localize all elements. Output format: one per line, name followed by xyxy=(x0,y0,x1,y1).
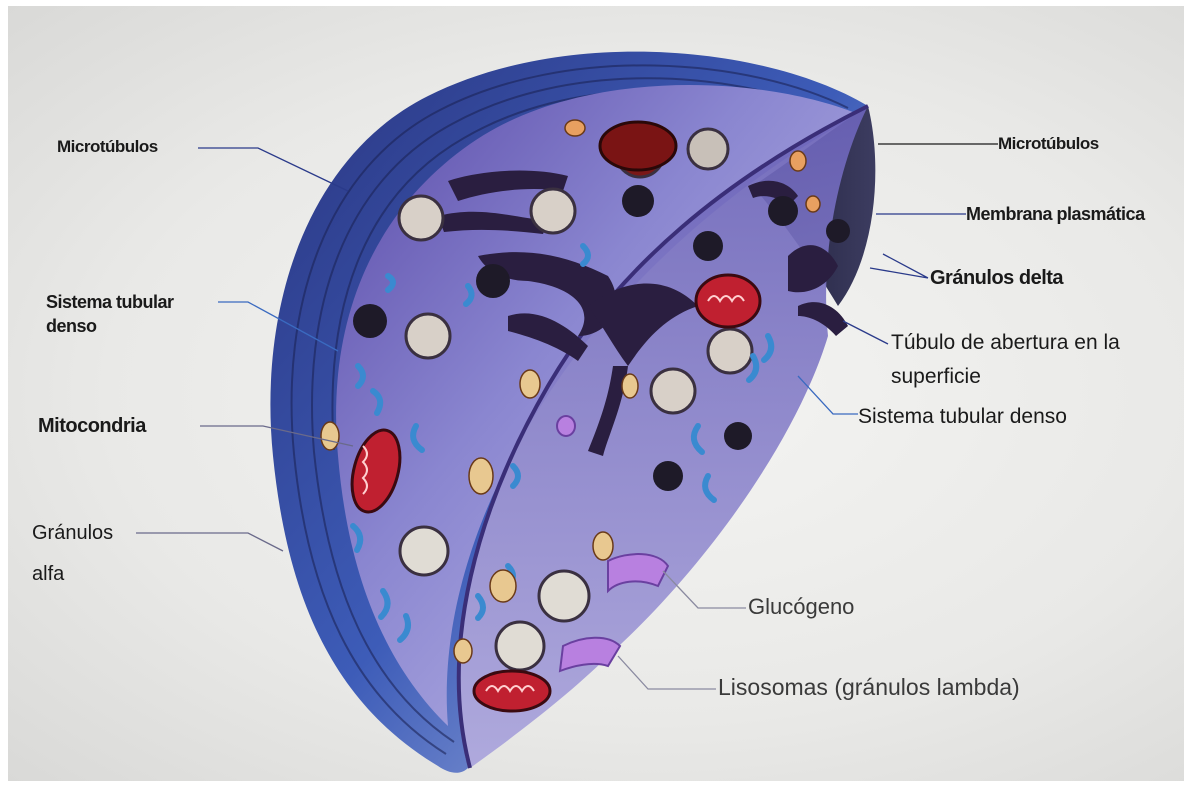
label-lisosomas: Lisosomas (gránulos lambda) xyxy=(718,673,1020,701)
label-tubulo-2: superficie xyxy=(891,364,981,390)
label-tubulo-1: Túbulo de abertura en la xyxy=(891,330,1120,356)
label-sistema-tubular-left-1: Sistema tubular xyxy=(46,292,174,314)
label-sistema-tubular-left-2: denso xyxy=(46,316,97,338)
label-microtubulos-right: Microtúbulos xyxy=(998,134,1099,155)
label-microtubulos-left: Microtúbulos xyxy=(57,137,158,158)
label-membrana-plasmatica: Membrana plasmática xyxy=(966,204,1145,226)
label-glucogeno: Glucógeno xyxy=(748,594,854,621)
label-granulos-alfa-2: alfa xyxy=(32,562,64,586)
label-granulos-delta: Gránulos delta xyxy=(930,266,1063,290)
label-granulos-alfa-1: Gránulos xyxy=(32,521,113,545)
label-sistema-tubular-right: Sistema tubular denso xyxy=(858,404,1067,430)
diagram-frame: Microtúbulos Sistema tubular denso Mitoc… xyxy=(8,6,1184,781)
label-mitocondria: Mitocondria xyxy=(38,414,146,438)
platelet-illustration xyxy=(8,6,1184,781)
